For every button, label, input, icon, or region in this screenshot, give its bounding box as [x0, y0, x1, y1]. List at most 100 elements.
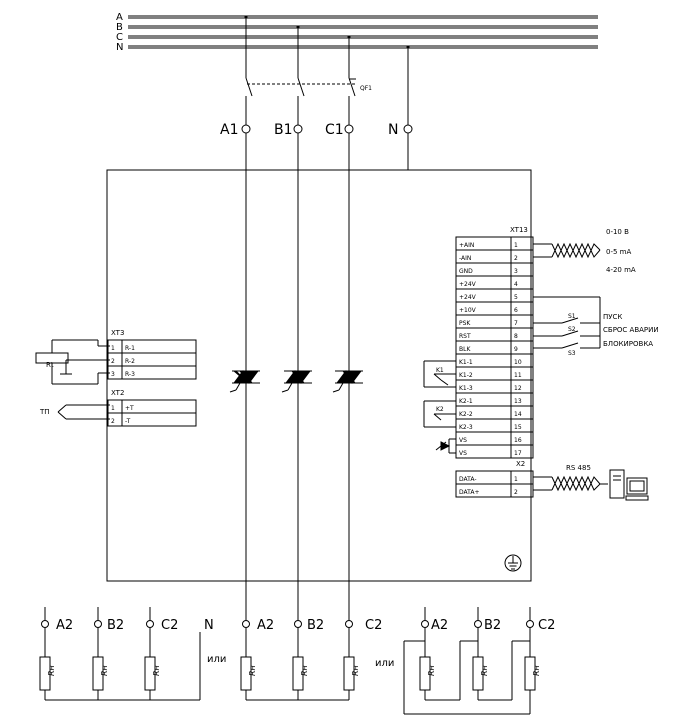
rt-sensor-wiring [35, 339, 110, 385]
delta-resistor-1: Rн [427, 665, 436, 676]
input-terminals [241, 124, 413, 134]
mid-resistor-2: Rн [300, 665, 309, 676]
xt13-num-8: 9 [514, 346, 518, 353]
delta-label-a2: A2 [431, 618, 448, 633]
xt13-name-5: +10V [459, 307, 477, 314]
xt3-name-1: R-2 [125, 358, 135, 365]
delta-resistor-2: Rн [480, 665, 489, 676]
star-label-a2: A2 [56, 618, 73, 633]
supply-bus [128, 15, 598, 49]
xt13-num-0: 1 [514, 242, 518, 249]
xt13-num-14: 15 [514, 424, 522, 431]
xt13-num-4: 5 [514, 294, 518, 301]
input-label-n: N [388, 122, 398, 138]
xt13-name-12: K2-1 [459, 398, 473, 405]
rs485-label: RS 485 [566, 464, 591, 472]
xt13-name-7: RST [459, 333, 471, 340]
xt2-cell-b-1 [121, 412, 197, 427]
thyristor-a [229, 370, 260, 393]
xt3-name-0: R-1 [125, 345, 135, 352]
mid-label-c2: C2 [365, 618, 382, 633]
xt3-num-0: 1 [111, 345, 115, 352]
xt3-cell-b-2 [121, 365, 197, 380]
rs485-twisted-pair [533, 475, 608, 492]
x2-name-0: DATA- [459, 476, 477, 483]
xt3-name-2: R-3 [125, 371, 135, 378]
switch-label-s1: S1 [568, 313, 576, 320]
bus-junctions [244, 15, 410, 49]
phase-drops [245, 17, 409, 125]
control-label-start: ПУСК [603, 313, 622, 321]
ground-icon [504, 554, 522, 572]
relay-label-k2: K2 [436, 406, 444, 413]
delta-resistor-3: Rн [532, 665, 541, 676]
xt13-name-2: GND [459, 268, 473, 275]
or-label-1: или [207, 654, 226, 665]
thermocouple-label: ТП [39, 408, 50, 416]
xt13-num-11: 12 [514, 385, 522, 392]
star-resistor-3: Rн [152, 665, 161, 676]
relay-k2-contacts [423, 400, 456, 428]
star-label-b2: B2 [107, 618, 124, 633]
xt13-num-9: 10 [514, 359, 522, 366]
xt13-num-3: 4 [514, 281, 518, 288]
mid-label-b2: B2 [307, 618, 324, 633]
computer-icon [609, 469, 649, 501]
device-enclosure [106, 169, 532, 582]
xt13-name-14: K2-3 [459, 424, 473, 431]
control-label-block: БЛОКИРОВКА [603, 340, 653, 348]
xt13-name-16: VS [459, 450, 467, 457]
xt2-num-0: 1 [111, 405, 115, 412]
bus-label-a: A [116, 12, 123, 23]
analog-twisted-pair [533, 242, 601, 259]
xt2-name-1: -T [125, 418, 131, 425]
star-resistor-1: Rн [47, 665, 56, 676]
delta-label-b2: B2 [484, 618, 501, 633]
xt13-num-13: 14 [514, 411, 522, 418]
xt13-num-2: 3 [514, 268, 518, 275]
xt3-title: XT3 [111, 329, 124, 337]
delta-label-c2: C2 [538, 618, 555, 633]
x2-name-1: DATA+ [459, 489, 479, 496]
vs-sensor-icon [435, 438, 456, 454]
xt13-name-9: K1-1 [459, 359, 473, 366]
load-star [39, 607, 201, 701]
analog-label-0-10v: 0-10 В [606, 228, 629, 236]
xt13-cell-b-16 [510, 444, 534, 459]
load-delta [403, 607, 536, 715]
input-label-a1: A1 [220, 122, 238, 138]
mid-label-a2: A2 [257, 618, 274, 633]
xt13-num-1: 2 [514, 255, 518, 262]
bus-label-b: B [116, 22, 123, 33]
xt13-num-12: 13 [514, 398, 522, 405]
xt13-title: XT13 [510, 226, 528, 234]
switch-label-s3: S3 [568, 350, 576, 357]
xt13-name-0: +AIN [459, 242, 474, 249]
mid-resistor-3: Rн [351, 665, 360, 676]
xt13-num-7: 8 [514, 333, 518, 340]
xt3-num-2: 3 [111, 371, 115, 378]
xt13-name-1: -AIN [459, 255, 471, 262]
xt2-name-0: +T [125, 405, 134, 412]
relay-label-k1: K1 [436, 367, 444, 374]
star-label-c2: C2 [161, 618, 178, 633]
thyristor-b [281, 370, 312, 393]
breaker-label: QF1 [360, 85, 372, 92]
thyristor-c [332, 370, 363, 393]
input-label-b1: B1 [274, 122, 293, 138]
x2-num-1: 2 [514, 489, 518, 496]
xt13-name-6: PSK [459, 320, 471, 327]
load-star-no-neutral [240, 620, 355, 701]
control-label-reset: СБРОС АВАРИИ [603, 326, 659, 334]
bus-label-c: C [116, 32, 123, 43]
xt13-num-16: 17 [514, 450, 522, 457]
xt13-name-13: K2-2 [459, 411, 473, 418]
xt13-name-11: K1-3 [459, 385, 473, 392]
xt13-name-3: +24V [459, 281, 477, 288]
xt13-name-4: +24V [459, 294, 477, 301]
x2-num-0: 1 [514, 476, 518, 483]
